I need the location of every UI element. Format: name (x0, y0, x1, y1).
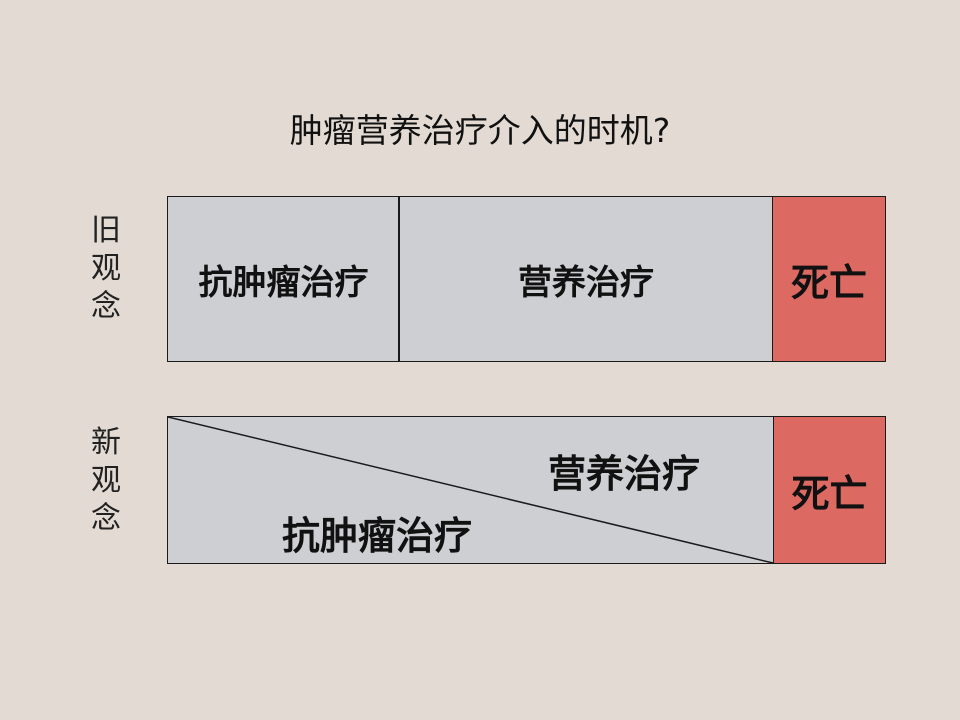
old-concept-label: 旧 观 念 (86, 212, 126, 326)
new-death-segment: 死亡 (773, 416, 886, 564)
new-antitumor-label: 抗肿瘤治疗 (282, 514, 473, 558)
old-concept-char: 观 (91, 251, 121, 286)
new-nutrition-label: 营养治疗 (548, 452, 701, 496)
old-nutrition-segment: 营养治疗 (400, 197, 772, 361)
old-concept-bar: 抗肿瘤治疗 营养治疗 (167, 196, 773, 362)
old-antitumor-label: 抗肿瘤治疗 (198, 262, 369, 303)
old-antitumor-segment: 抗肿瘤治疗 (168, 197, 399, 361)
new-concept-label: 新 观 念 (86, 424, 126, 538)
segment-divider (398, 197, 400, 361)
new-concept-bar: 营养治疗 抗肿瘤治疗 (167, 416, 774, 564)
new-concept-char: 念 (91, 501, 121, 536)
old-death-segment: 死亡 (772, 196, 886, 362)
page-title: 肿瘤营养治疗介入的时机? (289, 111, 671, 150)
old-nutrition-label: 营养治疗 (518, 262, 654, 303)
old-death-label: 死亡 (790, 260, 867, 305)
new-concept-char: 观 (91, 463, 121, 498)
new-death-label: 死亡 (791, 471, 868, 516)
diagonal-divider (168, 417, 774, 564)
new-concept-char: 新 (91, 425, 121, 460)
old-concept-char: 旧 (91, 213, 121, 248)
old-concept-char: 念 (91, 289, 121, 324)
